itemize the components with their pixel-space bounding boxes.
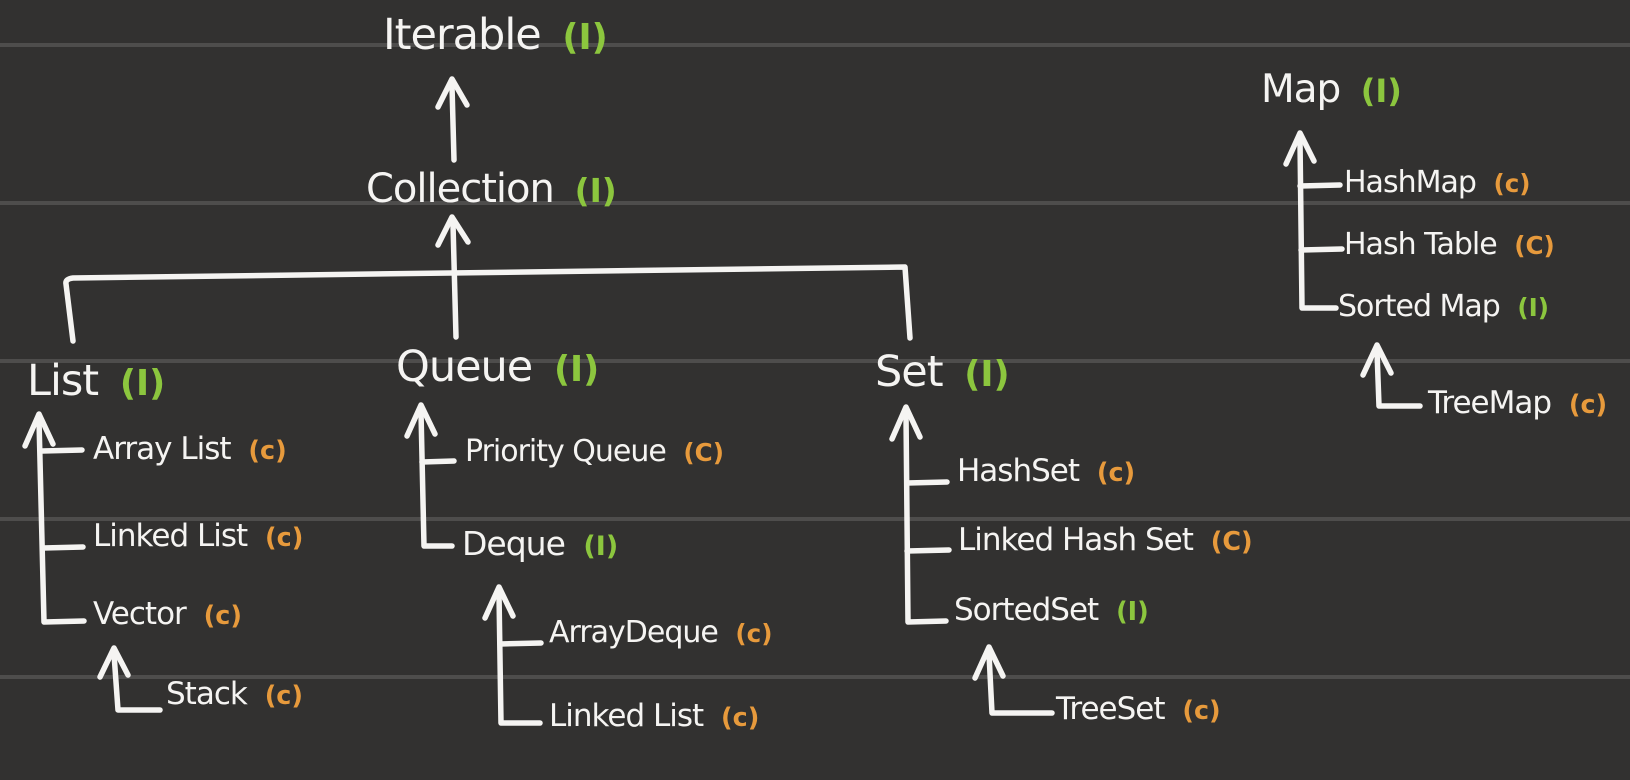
node-array-deque-label: ArrayDeque: [549, 615, 719, 650]
edge-treemap-sortedmap: [1360, 342, 1423, 409]
node-array-list: Array List (c): [93, 434, 287, 465]
node-tree-set: TreeSet (c): [1056, 694, 1221, 725]
node-list: List (I): [27, 360, 165, 403]
ruled-line: [0, 43, 1630, 47]
node-hash-table: Hash Table (C): [1344, 230, 1555, 260]
node-set-label: Set: [875, 347, 944, 397]
node-deque-label: Deque: [462, 524, 566, 563]
node-sorted-map-label: Sorted Map: [1338, 289, 1501, 324]
edge-deque-children: [482, 584, 544, 726]
node-queue: Queue (I): [396, 346, 599, 389]
node-iterable-label: Iterable: [383, 10, 542, 60]
node-map: Map (I): [1261, 70, 1402, 109]
node-tree-set-label: TreeSet: [1056, 691, 1165, 727]
node-array-deque: ArrayDeque (c): [549, 618, 772, 648]
class-marker: (c): [1568, 389, 1608, 419]
class-marker: (c): [1182, 695, 1221, 725]
class-marker: (c): [248, 435, 287, 465]
interface-marker: (I): [964, 354, 1010, 395]
class-marker: (c): [735, 619, 773, 648]
node-linked-hash-set: Linked Hash Set (C): [958, 525, 1253, 556]
node-linked-list: Linked List (c): [93, 521, 303, 552]
node-hash-table-label: Hash Table: [1344, 227, 1498, 262]
class-marker: (C): [683, 438, 724, 467]
class-marker: (c): [265, 522, 304, 552]
node-priority-queue: Priority Queue (C): [465, 437, 724, 467]
node-hash-map: HashMap (c): [1344, 168, 1531, 198]
interface-marker: (I): [119, 363, 166, 404]
node-stack: Stack (c): [166, 679, 303, 710]
node-array-list-label: Array List: [93, 431, 232, 467]
edge-queue-children: [404, 402, 457, 549]
edge-branch-collection: [435, 214, 471, 340]
interface-marker: (I): [553, 349, 600, 390]
interface-marker: (I): [562, 17, 608, 58]
node-hash-set-label: HashSet: [957, 453, 1080, 489]
node-priority-queue-label: Priority Queue: [465, 434, 667, 469]
class-marker: (c): [203, 600, 242, 630]
class-marker: (C): [1514, 231, 1555, 260]
node-tree-map: TreeMap (c): [1428, 388, 1607, 419]
node-stack-label: Stack: [166, 676, 248, 712]
node-linked-list-deque: Linked List (c): [549, 701, 759, 732]
node-vector: Vector (c): [93, 599, 242, 630]
ruled-line: [0, 359, 1630, 363]
interface-marker: (I): [1360, 72, 1402, 110]
edge-set-children: [889, 404, 952, 625]
ruled-line: [0, 517, 1630, 521]
class-marker: (c): [264, 680, 303, 710]
node-sorted-set: SortedSet (I): [954, 595, 1149, 626]
edge-treeset-sortedset: [972, 644, 1055, 716]
ruled-line: [0, 201, 1630, 205]
edge-stack-vector: [97, 645, 163, 713]
node-sorted-set-label: SortedSet: [954, 592, 1099, 628]
class-marker: (c): [1493, 169, 1531, 198]
node-sorted-map: Sorted Map (I): [1338, 292, 1549, 322]
edge-collection-iterable: [435, 76, 470, 163]
node-linked-list-label: Linked List: [93, 518, 248, 554]
node-queue-label: Queue: [396, 342, 533, 392]
node-linked-hash-set-label: Linked Hash Set: [958, 522, 1194, 558]
interface-marker: (I): [1517, 293, 1550, 322]
node-set: Set (I): [875, 351, 1010, 394]
edge-map-children: [1283, 130, 1345, 311]
node-linked-list-deque-label: Linked List: [549, 698, 704, 734]
class-marker: (C): [1210, 526, 1253, 556]
edge-list-children: [22, 411, 87, 625]
node-hash-set: HashSet (c): [957, 456, 1135, 487]
interface-marker: (I): [1116, 596, 1149, 626]
class-marker: (c): [1096, 457, 1136, 487]
node-iterable: Iterable (I): [383, 14, 608, 57]
branch-line-list-queue-set: [63, 264, 913, 344]
node-list-label: List: [27, 356, 99, 406]
node-map-label: Map: [1261, 67, 1341, 112]
node-deque: Deque (I): [462, 527, 618, 560]
node-tree-map-label: TreeMap: [1428, 385, 1552, 421]
node-vector-label: Vector: [93, 596, 187, 632]
interface-marker: (I): [583, 531, 619, 562]
node-hash-map-label: HashMap: [1344, 165, 1477, 200]
node-collection-label: Collection: [366, 166, 555, 212]
class-marker: (c): [721, 702, 760, 732]
ruled-line: [0, 675, 1630, 679]
interface-marker: (I): [574, 172, 617, 210]
node-collection: Collection (I): [366, 169, 617, 209]
